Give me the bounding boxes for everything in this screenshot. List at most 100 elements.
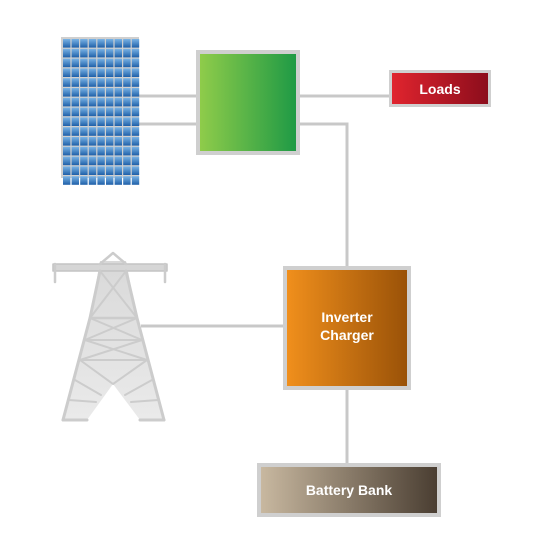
solar-cell bbox=[131, 127, 140, 136]
solar-cell bbox=[131, 68, 140, 77]
solar-cell bbox=[88, 88, 97, 97]
solar-cell bbox=[63, 88, 71, 97]
solar-cell bbox=[114, 166, 122, 175]
solar-cell bbox=[63, 137, 71, 146]
solar-cell bbox=[97, 78, 105, 87]
solar-cell bbox=[80, 58, 88, 68]
solar-cell bbox=[114, 68, 122, 77]
solar-cell bbox=[131, 78, 140, 87]
solar-cell bbox=[71, 78, 79, 87]
solar-cell bbox=[106, 117, 114, 126]
solar-cell bbox=[63, 117, 71, 126]
solar-cell bbox=[97, 97, 105, 107]
solar-cell bbox=[123, 166, 131, 175]
solar-cell bbox=[106, 58, 114, 68]
solar-cell bbox=[88, 117, 97, 126]
solar-cell bbox=[123, 48, 131, 58]
solar-cell bbox=[114, 48, 122, 58]
charge-controller-box bbox=[196, 50, 300, 155]
solar-cell bbox=[131, 117, 140, 126]
solar-cell bbox=[97, 58, 105, 68]
solar-cell bbox=[97, 176, 105, 185]
solar-cell bbox=[97, 166, 105, 175]
solar-cell bbox=[114, 78, 122, 87]
solar-cell bbox=[106, 78, 114, 87]
solar-cell bbox=[63, 107, 71, 117]
solar-cell bbox=[131, 58, 140, 68]
solar-cell bbox=[80, 78, 88, 87]
tower-brace bbox=[84, 317, 138, 341]
solar-cell bbox=[131, 156, 140, 166]
solar-cell bbox=[71, 146, 79, 156]
loads-fill bbox=[392, 73, 488, 104]
solar-cell bbox=[114, 39, 122, 48]
solar-cell bbox=[123, 107, 131, 117]
solar-cell bbox=[63, 156, 71, 166]
solar-cell bbox=[71, 117, 79, 126]
solar-cell bbox=[131, 146, 140, 156]
solar-cell bbox=[80, 68, 88, 77]
solar-cell bbox=[114, 97, 122, 107]
tower-crossarm bbox=[52, 263, 168, 272]
solar-cell bbox=[106, 97, 114, 107]
solar-cell bbox=[80, 88, 88, 97]
solar-cell bbox=[123, 39, 131, 48]
solar-cell bbox=[80, 39, 88, 48]
tower-brace bbox=[89, 270, 127, 319]
solar-cell bbox=[97, 156, 105, 166]
solar-cell bbox=[114, 146, 122, 156]
charge-controller-fill bbox=[200, 54, 296, 151]
tower-brace bbox=[99, 270, 138, 319]
solar-cell bbox=[131, 137, 140, 146]
solar-cell bbox=[131, 97, 140, 107]
solar-cell bbox=[71, 166, 79, 175]
solar-cell bbox=[106, 107, 114, 117]
solar-cell bbox=[106, 146, 114, 156]
solar-cell bbox=[71, 48, 79, 58]
solar-cell bbox=[106, 48, 114, 58]
tower-brace bbox=[74, 379, 102, 396]
solar-cell bbox=[106, 88, 114, 97]
solar-cell bbox=[114, 127, 122, 136]
solar-cell bbox=[88, 137, 97, 146]
loads-label: Loads bbox=[419, 81, 460, 97]
connector-controller-to-inverter bbox=[297, 122, 349, 269]
solar-cell bbox=[123, 176, 131, 185]
solar-cell bbox=[97, 88, 105, 97]
solar-cell bbox=[97, 117, 105, 126]
solar-cell bbox=[88, 78, 97, 87]
solar-cell bbox=[97, 127, 105, 136]
solar-cell bbox=[106, 156, 114, 166]
solar-cell bbox=[63, 176, 71, 185]
solar-cell bbox=[71, 39, 79, 48]
solar-cell bbox=[63, 127, 71, 136]
solar-cell bbox=[63, 48, 71, 58]
transmission-tower-icon bbox=[52, 251, 168, 422]
solar-cell bbox=[71, 156, 79, 166]
solar-cell bbox=[63, 78, 71, 87]
solar-cell bbox=[131, 48, 140, 58]
tower-brace bbox=[89, 317, 143, 341]
solar-cell bbox=[80, 176, 88, 185]
solar-cell bbox=[63, 166, 71, 175]
solar-cell bbox=[71, 97, 79, 107]
solar-cell bbox=[88, 68, 97, 77]
solar-cell bbox=[88, 107, 97, 117]
solar-cells bbox=[63, 39, 140, 185]
solar-cell bbox=[131, 166, 140, 175]
solar-cell bbox=[123, 88, 131, 97]
tower-brace bbox=[68, 399, 97, 403]
solar-cell bbox=[97, 137, 105, 146]
solar-cell bbox=[123, 156, 131, 166]
tower-brace bbox=[130, 399, 159, 403]
solar-cell bbox=[80, 146, 88, 156]
solar-cell bbox=[123, 127, 131, 136]
solar-cell bbox=[71, 176, 79, 185]
solar-cell bbox=[80, 166, 88, 175]
solar-cell bbox=[114, 156, 122, 166]
solar-cell bbox=[106, 166, 114, 175]
solar-cell bbox=[114, 58, 122, 68]
solar-cell bbox=[97, 107, 105, 117]
solar-cell bbox=[123, 58, 131, 68]
